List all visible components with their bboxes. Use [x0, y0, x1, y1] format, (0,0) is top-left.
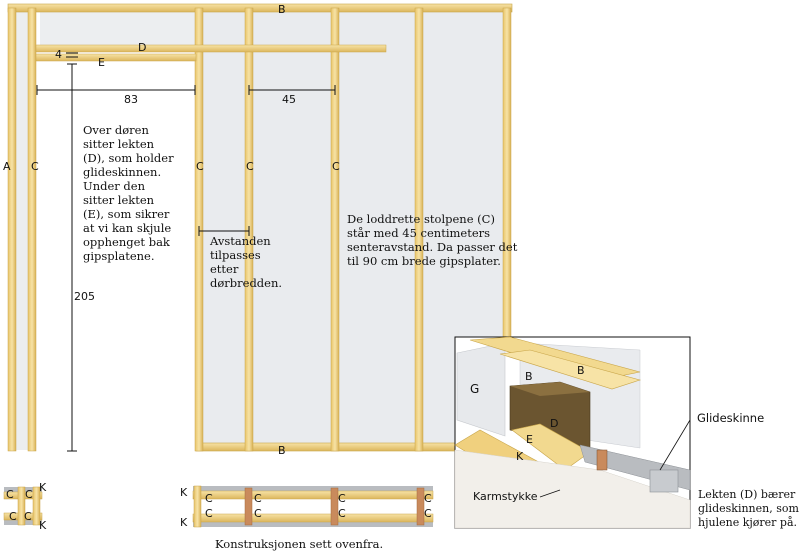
tv-label-c-8: C [424, 492, 432, 505]
tv-label-c-12: C [424, 507, 432, 520]
label-e: E [98, 56, 105, 69]
text-distance: Avstanden tilpasses etter dørbredden. [210, 234, 283, 290]
inset-detail [454, 336, 691, 529]
callout-karmstykke: Karmstykke [473, 490, 538, 503]
text-studs: De loddrette stolpene (C) står med 45 ce… [347, 212, 518, 268]
tv-label-c-1: C [6, 488, 14, 501]
inset-label-g: G [470, 382, 480, 396]
tv-label-k-2: K [39, 519, 47, 532]
tv-label-c-10: C [254, 507, 262, 520]
tv-label-c-7: C [338, 492, 346, 505]
inset-label-b-1: B [525, 370, 533, 383]
header-batten-d [35, 44, 387, 53]
dim-door-height: 205 [74, 290, 95, 303]
text-top-view: Konstruksjonen sett ovenfra. [215, 537, 384, 551]
label-d: D [138, 41, 147, 54]
stud-c-4 [330, 7, 340, 452]
stud-c-5 [414, 7, 424, 452]
label-b-top: B [278, 3, 286, 16]
inset-label-k: K [516, 450, 524, 463]
label-c-3: C [246, 160, 254, 173]
callout-glideskinne: Glideskinne [697, 411, 765, 425]
tv-label-c-9: C [205, 507, 213, 520]
dimension-lines [36, 52, 336, 452]
header-batten-e [35, 53, 197, 62]
stud-c-1 [27, 7, 37, 452]
label-a: A [3, 160, 11, 173]
tv-label-c-11: C [338, 507, 346, 520]
tv-label-c-4: C [24, 510, 32, 523]
stud-a [7, 7, 17, 452]
tv-label-c-6: C [254, 492, 262, 505]
label-c-2: C [196, 160, 204, 173]
inset-label-b-2: B [577, 364, 585, 377]
tv-label-c-2: C [25, 488, 33, 501]
tv-label-k-1: K [39, 481, 47, 494]
text-rail-desc: Lekten (D) bærer glideskinnen, som hjule… [698, 488, 799, 529]
text-over-door: Over døren sitter lekten (D), som holder… [83, 123, 174, 263]
label-b-bottom: B [278, 444, 286, 457]
label-c-4: C [332, 160, 340, 173]
dim-header-gap: 4 [55, 48, 62, 61]
label-c-1: C [31, 160, 39, 173]
tv-label-k-4: K [180, 516, 188, 529]
top-plate [7, 3, 513, 13]
tv-label-c-3: C [9, 510, 17, 523]
tv-label-c-5: C [205, 492, 213, 505]
top-view [3, 485, 434, 528]
inset-label-d: D [550, 417, 559, 430]
dim-door-width: 83 [124, 93, 138, 106]
inset-label-e: E [526, 433, 533, 446]
dim-stud-spacing: 45 [282, 93, 296, 106]
tv-label-k-3: K [180, 486, 188, 499]
